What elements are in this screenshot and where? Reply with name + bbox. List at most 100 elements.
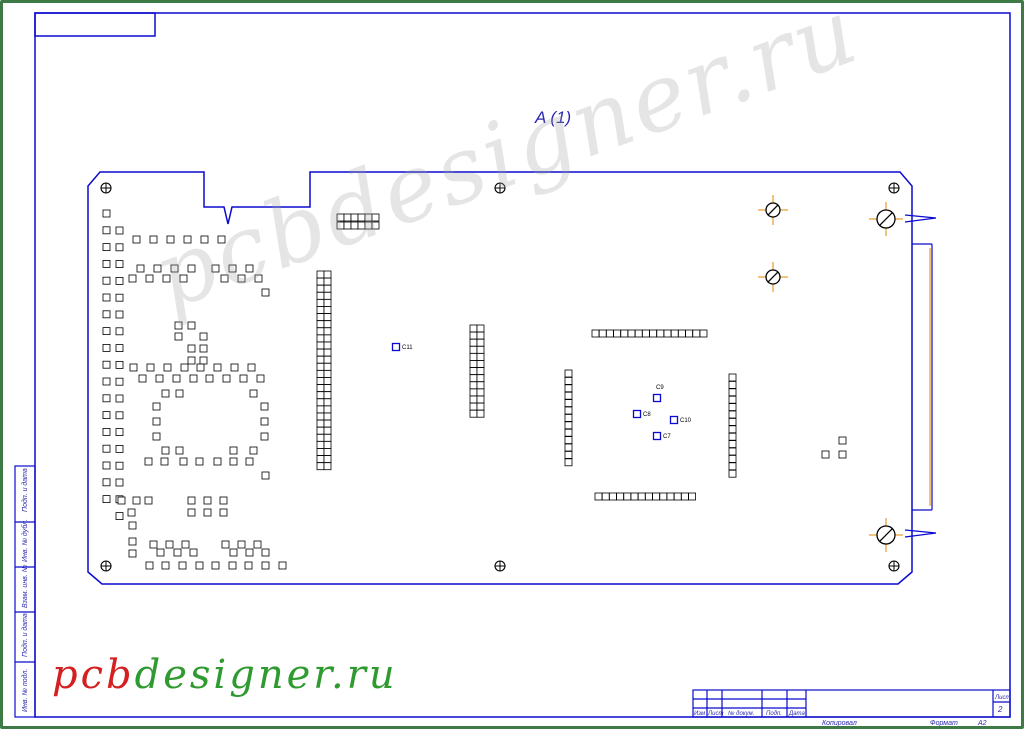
smd-pad: [199, 344, 208, 353]
ic-pin: [564, 443, 573, 452]
smd-pad: [165, 540, 174, 549]
smd-pad: [261, 471, 270, 480]
smd-pad: [253, 540, 262, 549]
col-doc: № докум.: [728, 710, 754, 717]
ic-pin: [728, 395, 737, 404]
smd-pad: [228, 561, 237, 570]
ic-pin: [666, 492, 675, 501]
ic-pin: [728, 403, 737, 412]
header-pin: [469, 345, 478, 354]
ic-pin: [591, 329, 600, 338]
header-pin: [316, 384, 325, 393]
smd-pad: [179, 274, 188, 283]
header-pin: [323, 426, 332, 435]
logo-part-pcb: pcb: [52, 652, 135, 698]
title-block-text: Изм Лист № докум. Подп. Дата Лист 2 Копи…: [694, 695, 1010, 727]
header-pin: [316, 391, 325, 400]
header-pin: [316, 277, 325, 286]
smd-pad: [144, 457, 153, 466]
smd-pad: [260, 432, 269, 441]
smd-pad: [174, 321, 183, 330]
ic-pin: [728, 432, 737, 441]
test-point: [652, 431, 662, 441]
header-pin: [316, 313, 325, 322]
ic-pin: [728, 469, 737, 478]
smd-pad: [156, 548, 165, 557]
header-pin: [316, 448, 325, 456]
header-pin: [316, 405, 325, 414]
screw-slot: [767, 271, 779, 283]
smd-pad: [102, 360, 111, 369]
smd-pad: [128, 537, 137, 546]
smd-pad: [162, 274, 171, 283]
header-pin: [323, 455, 332, 464]
smd-pad: [245, 548, 254, 557]
header-pin: [316, 419, 325, 428]
smd-pad: [161, 446, 170, 455]
smd-pad: [183, 235, 192, 244]
smd-pad: [196, 363, 205, 372]
smd-pad: [181, 540, 190, 549]
header-pin: [476, 388, 485, 397]
header-pin: [316, 462, 325, 471]
header-pin: [323, 412, 332, 421]
smd-pad: [102, 411, 111, 420]
ic-pin: [649, 329, 657, 338]
header-pin: [316, 348, 325, 357]
smd-pad: [145, 561, 154, 570]
smd-pad: [220, 274, 229, 283]
header-pin: [476, 374, 485, 383]
header-pin: [323, 369, 332, 378]
ic-pin: [564, 450, 573, 459]
smd-pad: [178, 561, 187, 570]
smd-pad: [245, 457, 254, 466]
ic-pin: [688, 492, 696, 501]
header-pin: [316, 291, 325, 300]
header-pin: [469, 331, 478, 340]
smd-pad: [138, 374, 147, 383]
ic-pin: [564, 376, 573, 385]
ic-pin: [564, 369, 573, 378]
header-pin: [316, 433, 325, 442]
header-pin: [323, 391, 332, 400]
site-logo[interactable]: pcbdesigner.ru: [52, 652, 398, 698]
smd-pad: [172, 374, 181, 383]
header-pin: [316, 362, 325, 371]
ic-pin: [728, 462, 737, 471]
smd-pad: [217, 235, 226, 244]
header-pin: [316, 426, 325, 435]
ic-pin: [627, 329, 636, 338]
ic-pin: [598, 329, 607, 338]
ic-pin: [699, 329, 708, 338]
smd-pad: [221, 540, 230, 549]
smd-pad: [211, 264, 220, 273]
test-point: [632, 409, 642, 419]
smd-pad: [102, 377, 111, 386]
header-pin: [316, 334, 325, 343]
smd-pad: [195, 561, 204, 570]
smd-pad: [161, 561, 170, 570]
smd-pad: [115, 260, 124, 269]
smd-pad: [189, 374, 198, 383]
col-date: Дата: [788, 711, 805, 717]
ic-pin: [728, 410, 737, 419]
smd-pad: [117, 496, 126, 505]
smd-pad: [260, 417, 269, 426]
logo-part-designer: designer.ru: [134, 652, 398, 698]
refdes-label: C10: [680, 418, 692, 424]
smd-pad: [102, 226, 111, 235]
smd-pad: [838, 450, 847, 459]
header-pin: [323, 334, 332, 343]
ic-pin: [564, 413, 573, 422]
ic-pin: [728, 388, 737, 397]
header-pin: [323, 448, 332, 456]
smd-pad: [261, 548, 270, 557]
smd-pad: [153, 264, 162, 273]
smd-pad: [115, 243, 124, 252]
ic-pin: [728, 373, 737, 382]
header-pin: [316, 320, 325, 329]
smd-pad: [166, 235, 175, 244]
edge-connector: [904, 214, 937, 538]
smd-pad: [102, 276, 111, 285]
